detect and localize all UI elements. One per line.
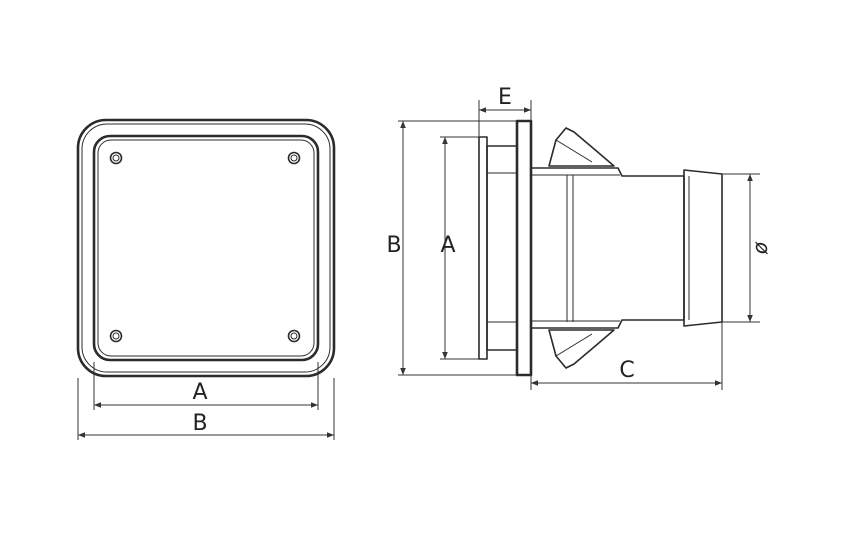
side-gasket [486, 145, 518, 351]
front-dimension-a-label: A [192, 380, 207, 405]
side-back-plate [478, 136, 488, 360]
side-dimension-c-label: C [619, 358, 634, 383]
front-dimension-a: A [93, 362, 319, 410]
screw-top-left [109, 151, 123, 165]
side-nozzle [683, 169, 723, 327]
side-dimension-e: E [478, 85, 532, 137]
side-dimension-diameter-label: ø [748, 241, 772, 255]
side-dimension-a-label: A [440, 233, 455, 258]
front-dimension-b-label: B [192, 411, 207, 436]
front-outer-frame [76, 118, 336, 378]
screw-top-right [287, 151, 301, 165]
side-dimension-diameter: ø [722, 173, 772, 323]
side-dimension-b: B [386, 120, 517, 376]
front-inner-panel [92, 134, 320, 362]
side-dimension-e-label: E [498, 85, 512, 110]
front-inner-panel-edge [97, 139, 315, 357]
side-flange [515, 119, 533, 377]
side-view: B A E C ø [386, 85, 772, 390]
side-dimension-a: A [440, 136, 479, 360]
side-body-housing [531, 167, 685, 329]
side-top-clip [548, 127, 615, 167]
side-dimension-c: C [530, 322, 723, 390]
side-dimension-b-label: B [386, 233, 401, 258]
front-outer-frame-inner-edge [81, 123, 331, 373]
side-bottom-clip [548, 329, 615, 369]
screw-bottom-left [109, 329, 123, 343]
front-view: A B [76, 118, 336, 440]
screw-bottom-right [287, 329, 301, 343]
front-dimension-b: B [77, 378, 335, 440]
